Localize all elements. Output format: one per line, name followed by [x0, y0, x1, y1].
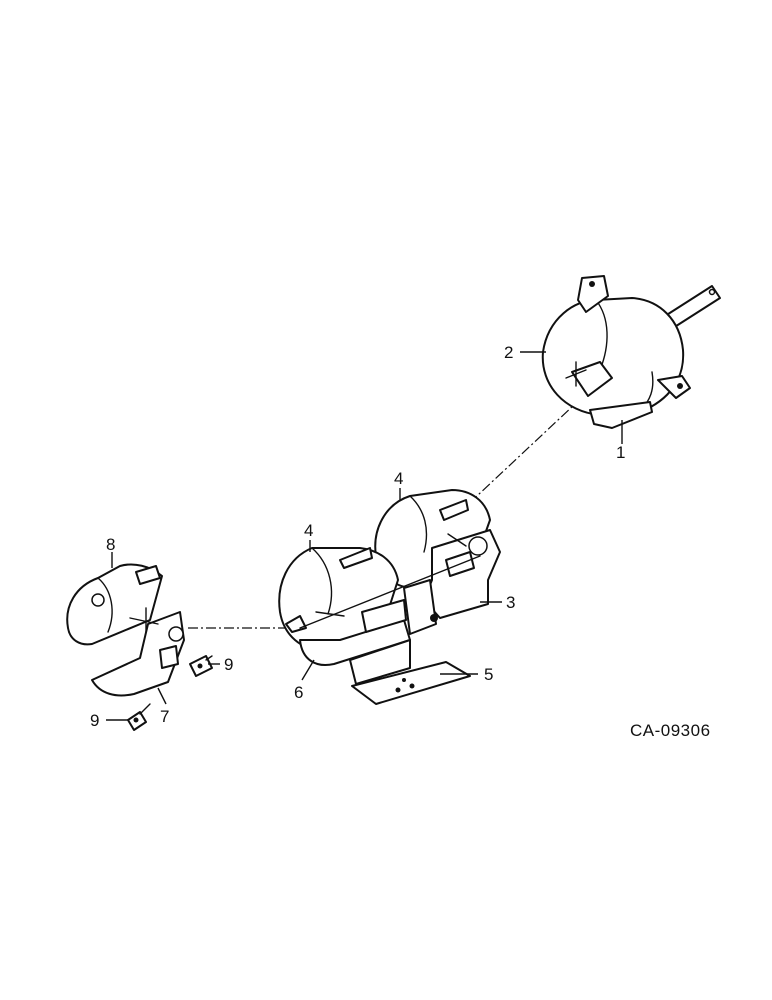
callout-2: 2	[504, 343, 513, 362]
callout-7: 7	[160, 707, 169, 726]
callout-6: 6	[294, 683, 303, 702]
callout-9-left: 9	[90, 711, 99, 730]
callout-1: 1	[616, 443, 625, 462]
callout-9-right: 9	[224, 655, 233, 674]
callout-3: 3	[506, 593, 515, 612]
leader-lines	[106, 351, 623, 721]
callout-4-right: 4	[394, 469, 403, 488]
upper-right-clamp-assembly	[541, 275, 721, 429]
center-double-clamp-assembly	[278, 489, 501, 705]
left-clamp-assembly	[66, 563, 213, 731]
callout-labels: 1 2 3 4 4 5 6 7 8 9 9	[90, 343, 625, 730]
callout-5: 5	[484, 665, 493, 684]
callout-8: 8	[106, 535, 115, 554]
callout-4-left: 4	[304, 521, 313, 540]
drawing-code: CA-09306	[630, 721, 711, 740]
